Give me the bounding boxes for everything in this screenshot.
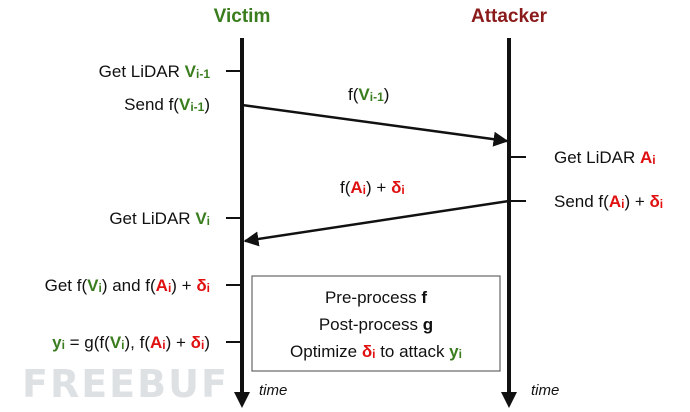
processing-box: [251, 275, 501, 372]
box-line-preprocess: Pre-process f: [325, 288, 427, 307]
attacker-get-lidar: Get LiDAR Ai: [554, 148, 656, 167]
message-label-f-v: f(Vi-1): [348, 85, 389, 104]
message-label-f-a-delta: f(Ai) + δi: [340, 178, 405, 197]
victim-output-equation: yi = g(f(Vi), f(Ai) + δi): [52, 333, 210, 352]
box-line-postprocess: Post-process g: [319, 315, 433, 334]
box-line-optimize: Optimize δi to attack yi: [290, 342, 462, 361]
attacker-header: Attacker: [471, 6, 548, 27]
victim-get-f-values: Get f(Vi) and f(Ai) + δi: [45, 276, 210, 295]
watermark: FREEBUF: [22, 362, 229, 406]
attacker-timeline-arrowhead: [501, 392, 517, 408]
attacker-send-f: Send f(Ai) + δi: [554, 192, 663, 211]
victim-timeline-arrowhead: [234, 392, 250, 408]
victim-get-lidar-cur: Get LiDAR Vi: [109, 209, 210, 228]
victim-get-lidar-prev: Get LiDAR Vi-1: [99, 62, 211, 81]
attacker-time-label: time: [531, 382, 559, 399]
victim-header: Victim: [214, 6, 271, 27]
message-arrow-victim-to-attacker: [241, 103, 509, 147]
victim-time-label: time: [259, 382, 287, 399]
message-arrow-attacker-to-victim: [243, 199, 510, 247]
victim-send-f: Send f(Vi-1): [124, 95, 210, 114]
